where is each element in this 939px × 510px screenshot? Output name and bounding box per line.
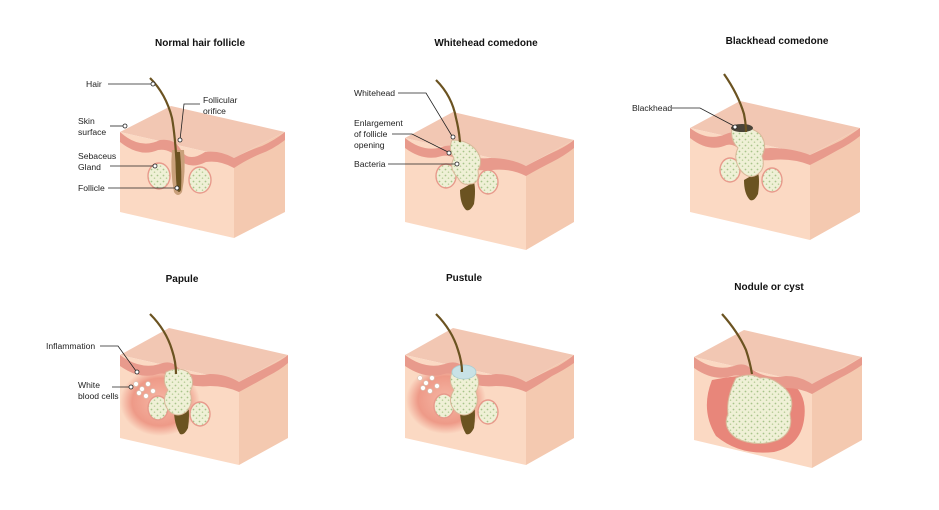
white-blood-cells [133, 381, 156, 399]
label-blood-cells: blood cells [78, 391, 119, 401]
label-sebaceus: Sebaceus [78, 151, 116, 161]
panel-normal-hair-follicle: Normal hair follicle Hair Follicular ori… [78, 38, 285, 238]
blackhead-plug [731, 126, 766, 178]
label-hair: Hair [86, 79, 102, 89]
panel-title: Whitehead comedone [434, 38, 538, 49]
sebaceous-gland [147, 162, 212, 194]
cyst-mass [725, 374, 793, 444]
label-enlargement: Enlargement [354, 118, 403, 128]
label-surface: surface [78, 127, 106, 137]
label-inflammation: Inflammation [46, 341, 95, 351]
label-follicle: Follicle [78, 183, 105, 193]
panel-pustule: Pustule [405, 273, 574, 465]
panel-blackhead-comedone: Blackhead comedone Blackhead [632, 36, 860, 240]
panel-title: Pustule [446, 273, 483, 284]
panel-title: Normal hair follicle [155, 38, 245, 49]
label-of-follicle: of follicle [354, 129, 388, 139]
label-bacteria: Bacteria [354, 159, 386, 169]
pus-cap [451, 364, 477, 380]
panel-nodule-or-cyst: Nodule or cyst [694, 282, 862, 468]
skin-block [690, 101, 860, 240]
label-skin: Skin [78, 116, 95, 126]
whitehead-plug [449, 139, 482, 185]
skin-block [405, 328, 574, 465]
panel-title: Blackhead comedone [726, 36, 829, 47]
hair-shaft [435, 79, 462, 143]
hair-shaft [149, 77, 180, 191]
label-whitehead: Whitehead [354, 88, 395, 98]
label-gland: Gland [78, 162, 101, 172]
label-opening: opening [354, 140, 385, 150]
panel-title: Papule [166, 274, 199, 285]
label-blackhead: Blackhead [632, 103, 672, 113]
panel-title: Nodule or cyst [734, 282, 804, 293]
panel-papule: Papule Inflammation White blood cells [46, 274, 288, 465]
hair-marker [150, 81, 156, 87]
white-blood-cells [417, 375, 440, 394]
label-white: White [78, 380, 100, 390]
panel-whitehead-comedone: Whitehead comedone Whitehead Enlargement… [354, 38, 574, 250]
label-orifice: orifice [203, 106, 226, 116]
label-follicular: Follicular [203, 95, 238, 105]
